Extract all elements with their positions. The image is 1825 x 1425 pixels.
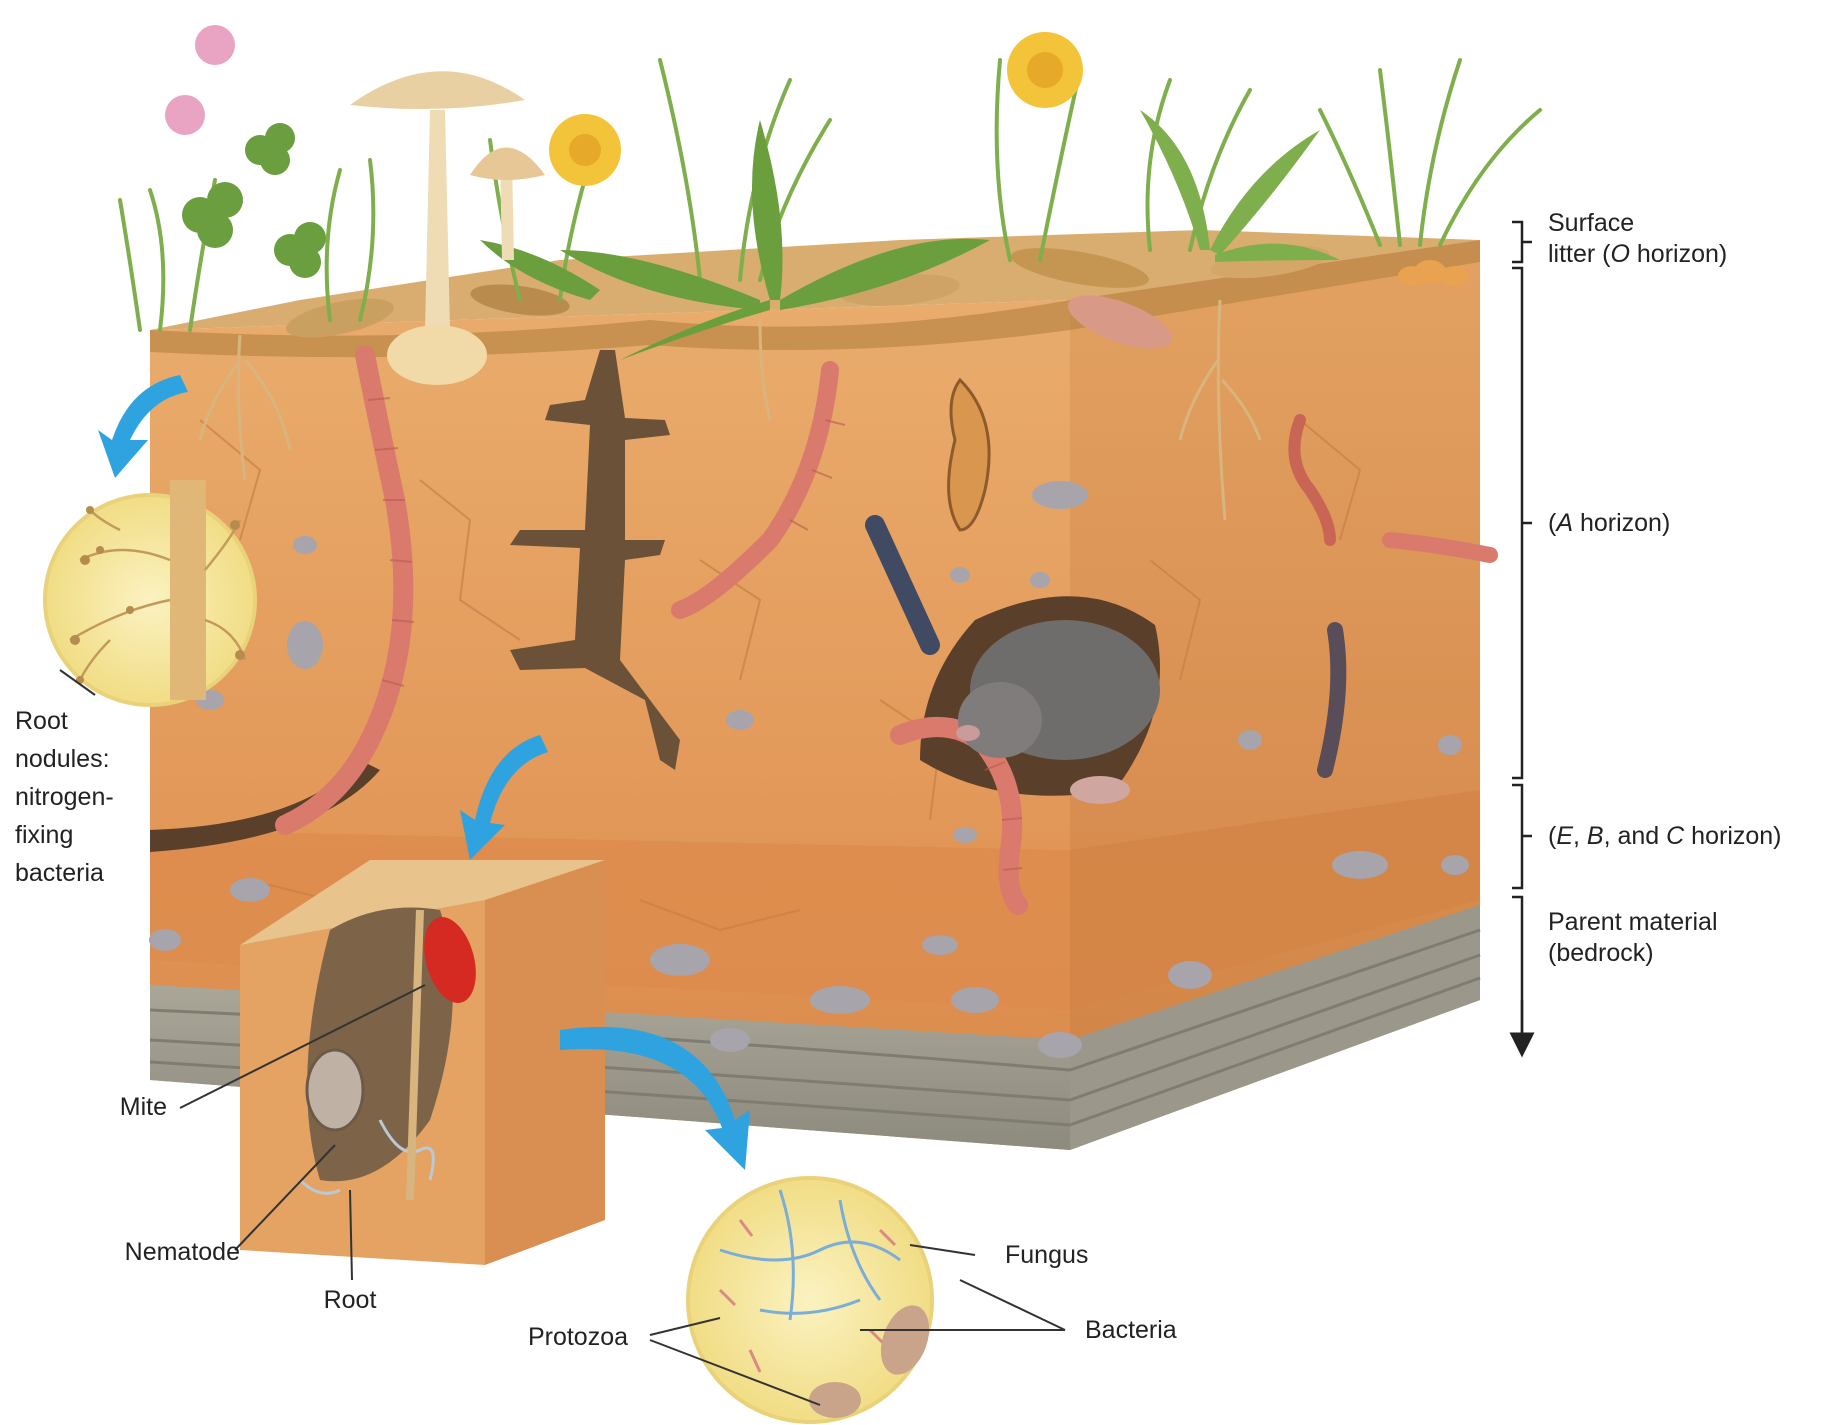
root-nodules-magnifier — [45, 495, 255, 705]
soil-insect — [307, 1050, 363, 1130]
label-ebc-horizon: (E, B, and C horizon) — [1548, 821, 1782, 852]
dandelion-flowers — [549, 32, 1083, 186]
label-surface-litter-italic: O — [1611, 240, 1630, 268]
horizon-brackets — [1512, 222, 1532, 1050]
label-ebc-e: E — [1556, 822, 1573, 850]
label-a-horizon-post: horizon) — [1573, 509, 1670, 537]
label-ebc-sep1: , — [1573, 822, 1587, 850]
label-parent-material-line2: (bedrock) — [1548, 938, 1718, 969]
label-ebc-sep2: , and — [1604, 822, 1667, 850]
label-surface-litter-line1: Surface — [1548, 208, 1727, 239]
label-a-horizon: (A horizon) — [1548, 508, 1670, 539]
label-mite: Mite — [95, 1092, 167, 1123]
label-nematode: Nematode — [90, 1237, 240, 1268]
label-bacteria: Bacteria — [1085, 1315, 1177, 1346]
label-fungus: Fungus — [1005, 1240, 1088, 1271]
microbes-magnifier — [688, 1178, 932, 1422]
label-parent-material-line1: Parent material — [1548, 907, 1718, 938]
cutaway-block-side — [485, 860, 605, 1265]
label-root: Root — [310, 1285, 390, 1316]
label-parent-material: Parent material (bedrock) — [1548, 907, 1718, 969]
label-surface-litter-line2: litter (O horizon) — [1548, 239, 1727, 270]
label-a-horizon-italic: A — [1556, 509, 1573, 537]
label-surface-litter: Surface litter (O horizon) — [1548, 208, 1727, 270]
label-surface-litter-post: horizon) — [1630, 240, 1727, 268]
clover-flowers — [165, 25, 235, 135]
label-ebc-b: B — [1587, 822, 1604, 850]
label-protozoa: Protozoa — [500, 1322, 628, 1353]
label-root-nodules: Root nodules: nitrogen-fixing bacteria — [15, 702, 155, 892]
label-ebc-c: C — [1666, 822, 1684, 850]
label-ebc-post: horizon) — [1684, 822, 1781, 850]
label-surface-litter-pre: litter ( — [1548, 240, 1611, 268]
